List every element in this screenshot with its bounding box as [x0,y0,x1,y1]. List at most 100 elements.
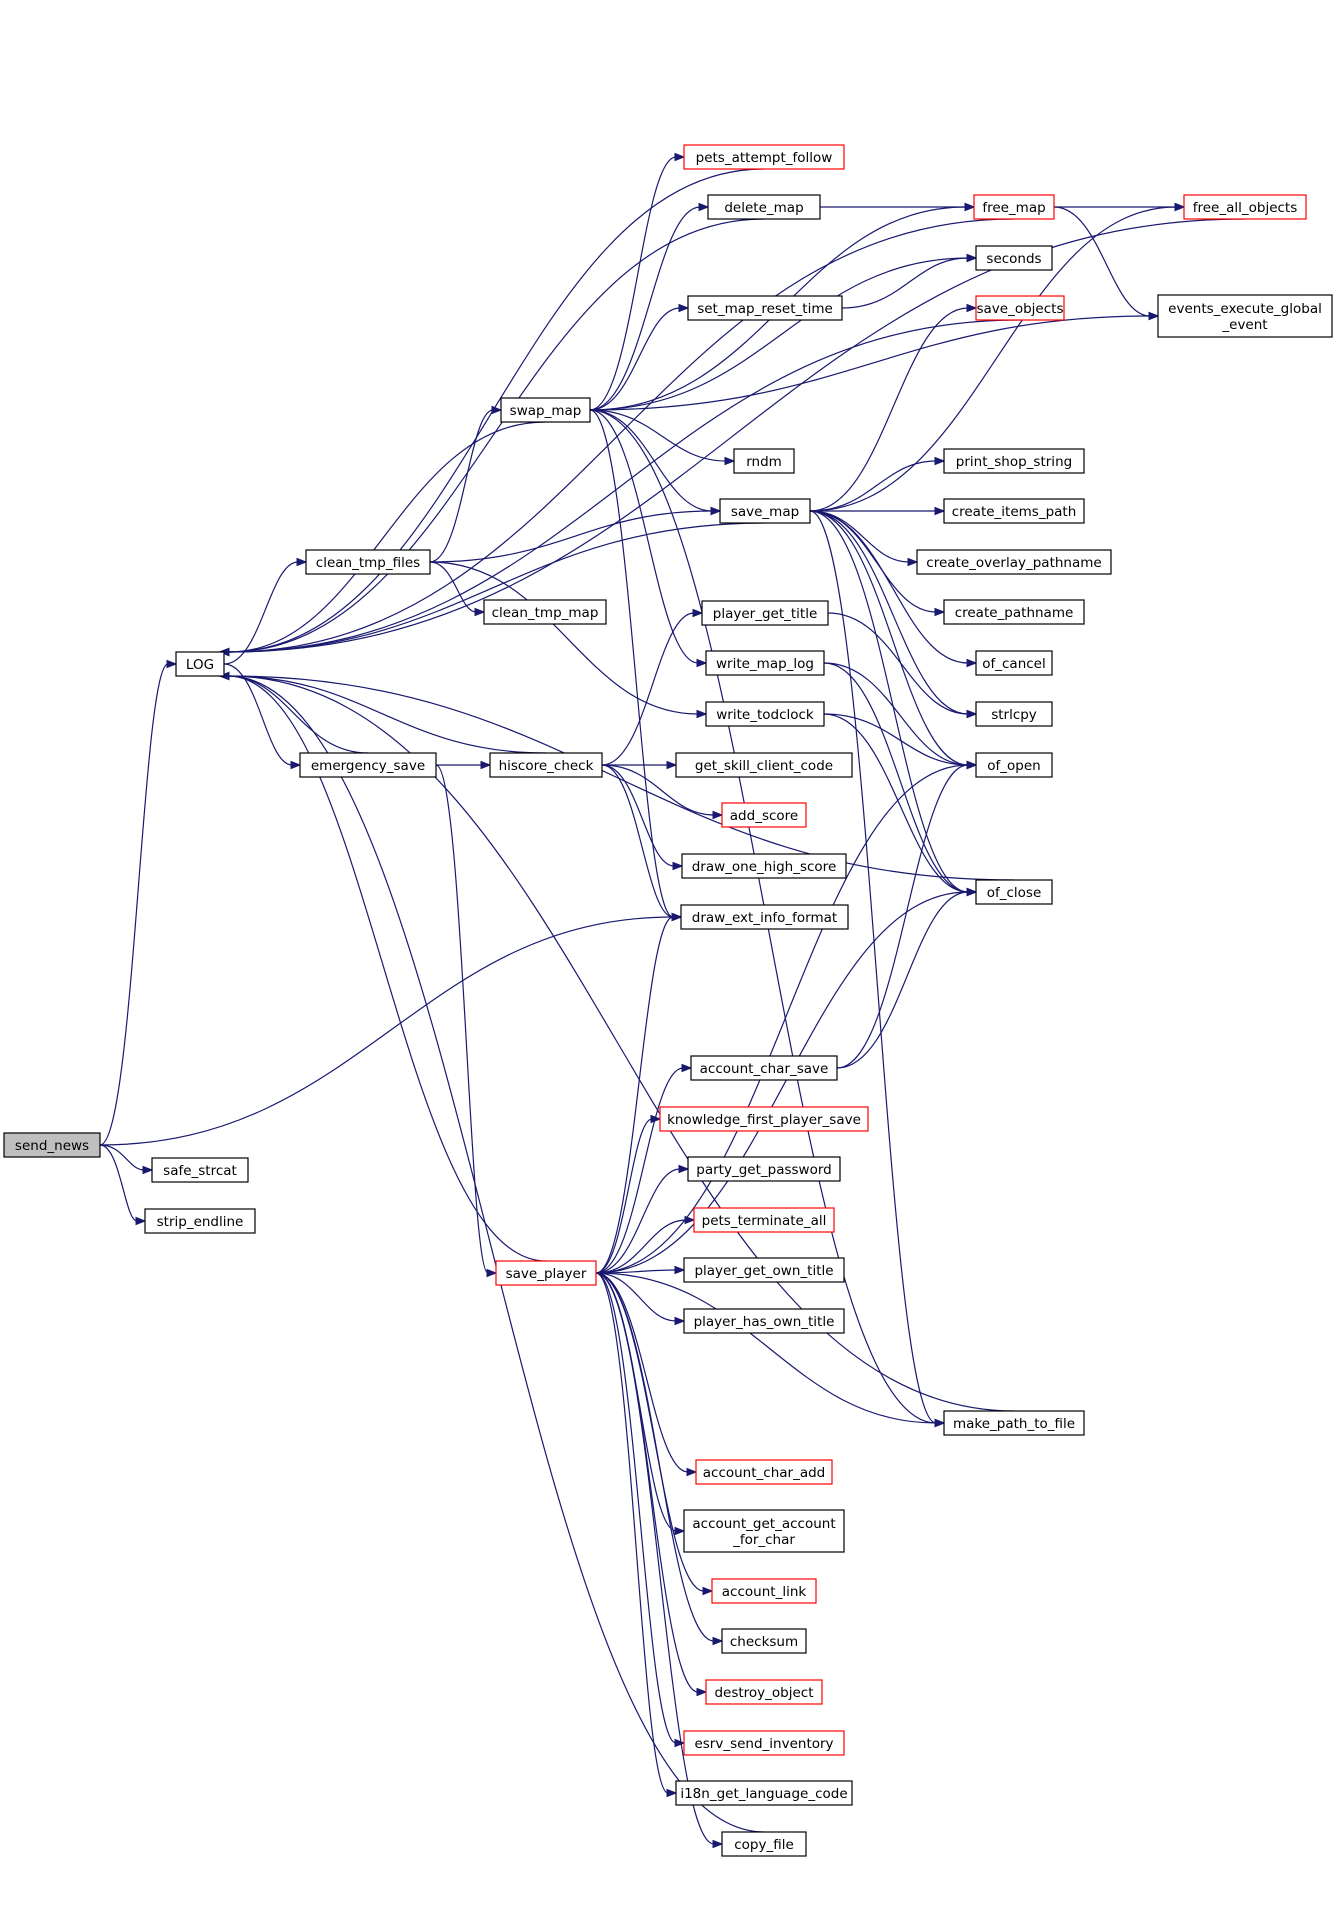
node-rndm[interactable]: rndm [733,448,795,474]
call-edge [836,891,969,1069]
arrowhead [686,1467,698,1477]
call-edge [227,168,765,653]
node-player-has-own-title[interactable]: player_has_own_title [683,1308,845,1334]
node-player-get-title[interactable]: player_get_title [701,600,829,626]
node-save-player[interactable]: save_player [495,1260,597,1286]
arrowhead [678,1164,690,1174]
arrowhead [296,557,308,567]
node-draw-ext-info-format[interactable]: draw_ext_info_format [680,904,849,930]
node-party-get-password[interactable]: party_get_password [687,1156,841,1182]
node-clean-tmp-files[interactable]: clean_tmp_files [305,549,431,575]
node-free-map[interactable]: free_map [973,194,1055,220]
node-knowledge-first-player-save[interactable]: knowledge_first_player_save [659,1106,869,1132]
node-label: send_news [15,1138,89,1154]
node-label: draw_ext_info_format [692,910,837,926]
node-label: get_skill_client_code [695,758,833,774]
node-strip-endline[interactable]: strip_endline [144,1208,256,1234]
node-send-news[interactable]: send_news [3,1132,101,1158]
node-free-all-objects[interactable]: free_all_objects [1183,194,1307,220]
node-of-open[interactable]: of_open [975,752,1053,778]
node-emergency-save[interactable]: emergency_save [299,752,437,778]
node-label: of_close [987,885,1042,901]
node-label: _event [1221,317,1267,333]
arrowhead [674,1316,686,1326]
node-box [975,752,1053,778]
node-account-get-account-for-char[interactable]: account_get_account_for_char [683,1509,845,1553]
node-add-score[interactable]: add_score [721,802,807,828]
arrowhead [672,861,684,871]
node-events-execute-global-event[interactable]: events_execute_global_event [1157,294,1333,338]
node-clean-tmp-map[interactable]: clean_tmp_map [483,599,607,625]
node-get-skill-client-code[interactable]: get_skill_client_code [675,752,853,778]
node-label: print_shop_string [956,454,1072,470]
node-of-close[interactable]: of_close [975,879,1053,905]
call-edges [99,152,1246,1849]
call-edge [601,764,675,867]
node-delete-map[interactable]: delete_map [707,194,821,220]
call-edge [595,1272,699,1693]
node-write-todclock[interactable]: write_todclock [705,701,825,727]
arrowhead [712,810,724,820]
node-box [943,498,1085,524]
node-pets-terminate-all[interactable]: pets_terminate_all [693,1207,835,1233]
node-checksum[interactable]: checksum [721,1628,807,1654]
node-label: _for_char [732,1532,795,1548]
node-pets-attempt-follow[interactable]: pets_attempt_follow [683,144,845,170]
node-set-map-reset-time[interactable]: set_map_reset_time [687,295,843,321]
call-edge [227,218,1015,653]
node-box [687,295,843,321]
node-create-overlay-pathname[interactable]: create_overlay_pathname [916,549,1112,575]
node-account-char-save[interactable]: account_char_save [690,1055,838,1081]
node-account-link[interactable]: account_link [711,1578,817,1604]
node-LOG[interactable]: LOG [175,651,225,677]
arrowhead [964,202,976,212]
node-i18n-get-language-code[interactable]: i18n_get_language_code [675,1780,853,1806]
node-write-map-log[interactable]: write_map_log [705,650,825,676]
call-edge [589,257,969,411]
node-account-char-add[interactable]: account_char_add [695,1459,833,1485]
arrowhead [681,1063,693,1073]
node-of-cancel[interactable]: of_cancel [975,650,1053,676]
node-box [675,1780,853,1806]
node-swap-map[interactable]: swap_map [500,397,591,423]
call-edge [589,409,674,918]
call-edge [809,510,910,563]
node-box [1157,294,1333,338]
node-destroy-object[interactable]: destroy_object [705,1679,823,1705]
node-label: strip_endline [157,1214,244,1230]
node-save-map[interactable]: save_map [719,498,811,524]
arrowhead [934,506,946,516]
node-box [683,144,845,170]
node-strlcpy[interactable]: strlcpy [975,701,1053,727]
node-box [975,295,1065,321]
arrowhead [474,607,486,617]
node-box [711,1578,817,1604]
node-label: write_todclock [716,707,814,723]
node-draw-one-high-score[interactable]: draw_one_high_score [681,853,847,879]
node-create-items-path[interactable]: create_items_path [943,498,1085,524]
call-edge [429,561,477,613]
node-esrv-send-inventory[interactable]: esrv_send_inventory [683,1730,845,1756]
call-edge [227,421,546,653]
arrowhead [674,152,686,162]
node-label: free_map [982,200,1045,216]
node-safe-strcat[interactable]: safe_strcat [151,1157,249,1183]
node-save-objects[interactable]: save_objects [975,295,1065,321]
arrowhead [290,760,302,770]
call-edge [809,510,969,715]
node-copy-file[interactable]: copy_file [721,1831,807,1857]
node-label: esrv_send_inventory [694,1736,833,1752]
node-label: of_cancel [982,656,1046,672]
call-edge [589,156,677,411]
node-create-pathname[interactable]: create_pathname [943,599,1085,625]
node-hiscore-check[interactable]: hiscore_check [489,752,603,778]
node-seconds[interactable]: seconds [975,245,1053,271]
node-label: make_path_to_file [953,1416,1075,1432]
arrowhead [1148,311,1160,321]
node-player-get-own-title[interactable]: player_get_own_title [683,1257,845,1283]
node-print-shop-string[interactable]: print_shop_string [943,448,1085,474]
call-edge [227,675,547,1262]
node-make-path-to-file[interactable]: make_path_to_file [943,1410,1085,1436]
node-box [175,651,225,677]
